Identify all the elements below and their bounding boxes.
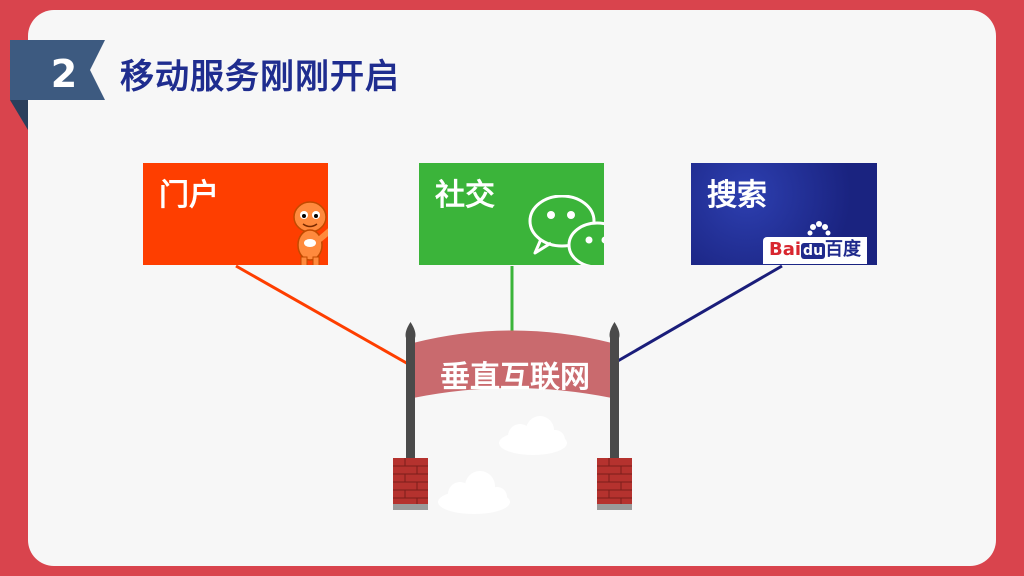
social-card-label: 社交: [435, 178, 495, 213]
portal-connector-line: [235, 264, 411, 367]
baidu-logo-du: du: [801, 243, 826, 259]
baidu-paw-icon: [807, 221, 831, 236]
cloud-icon: [438, 471, 510, 514]
portal-card-label: 门户: [159, 178, 219, 213]
section-number-badge: [10, 40, 105, 130]
section-number: 2: [50, 52, 78, 96]
page-title: 移动服务刚刚开启: [120, 57, 400, 97]
cloud-icon: [499, 416, 567, 455]
mascot-icon: [293, 201, 328, 265]
baidu-logo-bai: Bai: [769, 239, 802, 260]
portal-card: 门户: [143, 163, 328, 265]
right-pillar: [597, 322, 632, 510]
social-card: 社交: [419, 163, 604, 265]
search-connector-line: [615, 264, 783, 364]
search-card-label: 搜索: [707, 178, 767, 213]
wechat-icon: [528, 195, 604, 265]
arch-banner: [413, 330, 612, 398]
arch-label: 垂直互联网: [440, 360, 590, 395]
left-pillar: [393, 322, 428, 510]
baidu-logo-chinese: 百度: [825, 239, 862, 260]
